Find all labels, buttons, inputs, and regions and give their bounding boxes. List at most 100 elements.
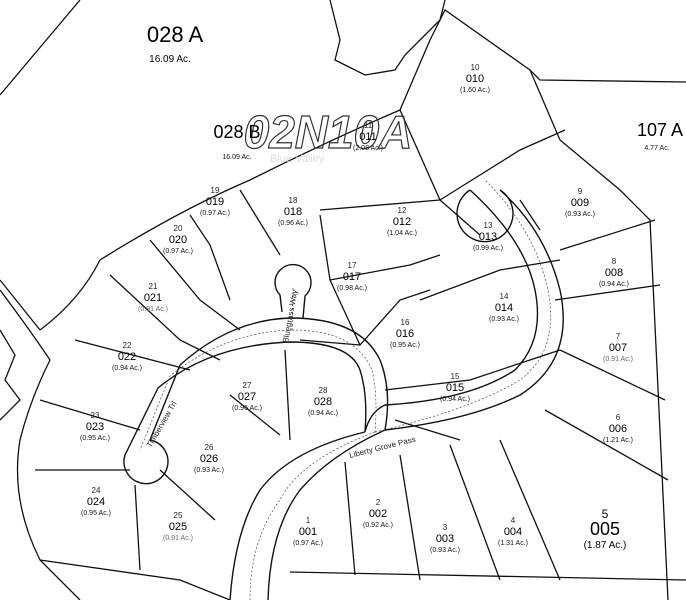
lot-acres: (2.08 Ac.) — [353, 145, 383, 152]
lot-number: 6 — [616, 413, 621, 422]
large-parcel-028a[interactable]: 028 A 16.09 Ac. — [147, 22, 204, 65]
lot-acres: (0.94 Ac.) — [112, 365, 142, 372]
lot-number: 9 — [578, 187, 583, 196]
lot-code: 015 — [446, 382, 464, 394]
lot-code: 021 — [144, 292, 162, 304]
lot-acres: (1.87 Ac.) — [584, 540, 627, 551]
lot-acres: (0.98 Ac.) — [337, 285, 367, 292]
lot-number: 7 — [616, 332, 621, 341]
lot-code: 004 — [504, 526, 522, 538]
lot-acres: (0.94 Ac.) — [440, 396, 470, 403]
large-parcel-107a[interactable]: 107 A 4.77 Ac. — [637, 120, 683, 152]
lot-acres: (0.94 Ac.) — [308, 410, 338, 417]
lot-number: 5 — [602, 507, 609, 521]
lot-number: 1 — [306, 516, 311, 525]
lot-acres: (0.91 Ac.) — [163, 535, 193, 542]
lot-acres: (0.91 Ac.) — [138, 306, 168, 313]
lot-code: 007 — [609, 342, 627, 354]
lot-code: 011 — [359, 131, 377, 143]
lot-code: 006 — [609, 423, 627, 435]
lot-number: 18 — [289, 196, 298, 205]
lot-code: 025 — [169, 521, 187, 533]
lot-number: 3 — [443, 523, 448, 532]
lot-code: 023 — [86, 421, 104, 433]
lot-acres: (1.60 Ac.) — [460, 87, 490, 94]
lot-number: 13 — [484, 221, 493, 230]
lot-acres: (0.93 Ac.) — [489, 316, 519, 323]
parcel-acres: 16.09 Ac. — [222, 154, 251, 161]
lot-number: 23 — [91, 411, 100, 420]
lot-acres: (0.91 Ac.) — [603, 356, 633, 363]
lot-acres: (1.31 Ac.) — [498, 540, 528, 547]
lot-code: 026 — [200, 453, 218, 465]
lot-code: 022 — [118, 351, 136, 363]
lot-acres: (1.04 Ac.) — [387, 230, 417, 237]
lot-acres: (1.21 Ac.) — [603, 437, 633, 444]
lot-code: 016 — [396, 328, 414, 340]
lot-code: 005 — [590, 519, 620, 539]
parcel-acres: 4.77 Ac. — [644, 145, 669, 152]
parcel-acres: 16.09 Ac. — [149, 54, 191, 65]
lot-acres: (0.93 Ac.) — [430, 547, 460, 554]
lot-number: 12 — [398, 206, 407, 215]
lot-number: 19 — [211, 186, 220, 195]
lot-acres: (0.96 Ac.) — [278, 220, 308, 227]
lot-code: 018 — [284, 206, 302, 218]
lot-number: 25 — [174, 511, 183, 520]
lot-number: 26 — [205, 443, 214, 452]
lot-code: 002 — [369, 508, 387, 520]
roads — [123, 179, 564, 600]
lot-number: 16 — [401, 318, 410, 327]
lot-acres: (0.99 Ac.) — [473, 245, 503, 252]
lot-acres: (0.95 Ac.) — [390, 342, 420, 349]
lot-number: 27 — [243, 381, 252, 390]
lot-acres: (0.97 Ac.) — [200, 210, 230, 217]
lot-acres: (0.97 Ac.) — [163, 248, 193, 255]
lot-acres: (0.97 Ac.) — [293, 540, 323, 547]
lot-acres: (0.96 Ac.) — [232, 405, 262, 412]
lot-code: 028 — [314, 396, 332, 408]
lot-number: 4 — [511, 516, 516, 525]
street-label-bluegrass-way: Bluegrass Way — [281, 289, 299, 343]
lot-code: 024 — [87, 496, 105, 508]
lot-code: 010 — [466, 73, 484, 85]
lot-code: 019 — [206, 196, 224, 208]
lot-acres: (0.95 Ac.) — [81, 510, 111, 517]
lot-number: 2 — [376, 498, 381, 507]
lot-number: 11 — [364, 121, 373, 130]
lot-number: 22 — [123, 341, 132, 350]
lot-code: 017 — [343, 271, 361, 283]
lot-code: 012 — [393, 216, 411, 228]
large-parcel-028b[interactable]: 028 B 16.09 Ac. — [213, 122, 260, 161]
